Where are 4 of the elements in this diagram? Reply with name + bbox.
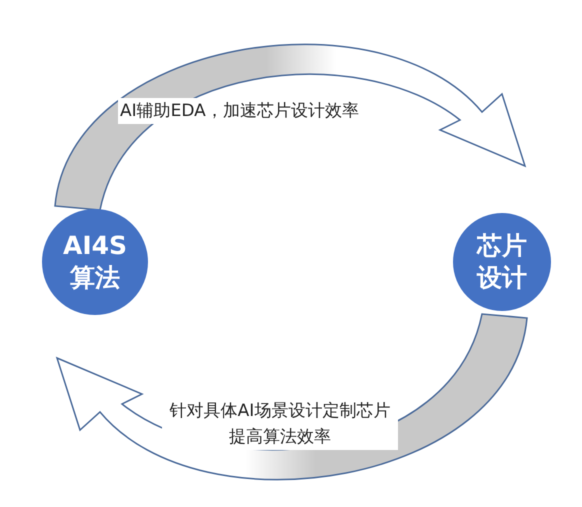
curved-arrow <box>54 44 526 211</box>
node-label: AI4S算法 <box>62 230 128 294</box>
edge-label: AI辅助EDA，加速芯片设计效率 <box>118 98 361 124</box>
node-label: 芯片设计 <box>476 230 528 294</box>
